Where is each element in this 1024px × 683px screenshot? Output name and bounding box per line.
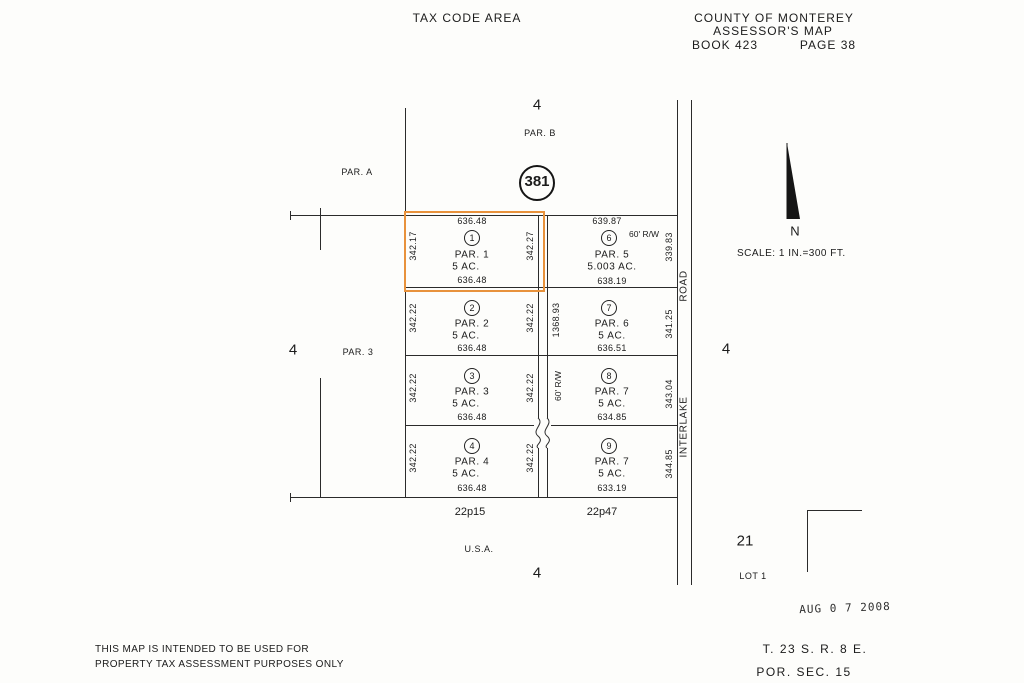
parcel-5-dim-bottom: 638.19 — [597, 276, 627, 286]
north-boundary-line — [290, 215, 677, 216]
parcel-7-dim-right: 343.04 — [664, 379, 674, 409]
section-number-top: 4 — [532, 96, 542, 114]
disclaimer-line-2: PROPERTY TAX ASSESSMENT PURPOSES ONLY — [95, 659, 344, 670]
parcel-1-dim-right: 342.27 — [525, 231, 535, 261]
usa-label: U.S.A. — [464, 544, 494, 554]
parcel-5-dim-right: 339.83 — [664, 232, 674, 262]
parcel-3-area: 5 AC. — [452, 398, 480, 410]
center-rw-line-east — [547, 215, 548, 497]
section-number-right: 4 — [721, 340, 731, 358]
north-label: N — [790, 223, 800, 239]
parcel-2-dim-left: 342.22 — [408, 303, 418, 333]
west-parcel-boundary-line — [405, 108, 406, 497]
parcel-7-dim-bottom: 634.85 — [597, 412, 627, 422]
parcel-8-dim-right: 344.85 — [664, 449, 674, 479]
lot-1-label: LOT 1 — [739, 571, 767, 581]
parcel-1-dim-left: 342.17 — [408, 231, 418, 261]
par-3-left-label: PAR. 3 — [342, 347, 374, 357]
map-page-ref-left: 22p15 — [454, 506, 486, 518]
parcel-4-dim-bottom: 636.48 — [457, 483, 487, 493]
parcel-5-number: 6 — [601, 230, 617, 246]
parcel-8-number: 9 — [601, 438, 617, 454]
parcel-3-dim-left: 342.22 — [408, 373, 418, 403]
parcel-8-name: PAR. 7 — [594, 456, 630, 468]
parcel-2-area: 5 AC. — [452, 330, 480, 342]
parcel-3-dim-right: 342.22 — [525, 373, 535, 403]
par-a-label: PAR. A — [341, 167, 373, 177]
parcel-2-dim-bottom: 636.48 — [457, 343, 487, 353]
parcel-1-name: PAR. 1 — [454, 249, 490, 261]
lot21-corner-vline — [807, 510, 808, 572]
date-stamp: AUG 0 7 2008 — [799, 599, 891, 617]
parcel-6-area: 5 AC. — [598, 330, 626, 342]
lot-21-label: 21 — [736, 532, 754, 550]
center-total-dim: 1368.93 — [551, 302, 561, 338]
row-boundary-line-1 — [405, 287, 677, 288]
parcel-7-area: 5 AC. — [598, 398, 626, 410]
road-name-upper: ROAD — [678, 270, 690, 302]
parcel-3-dim-bottom: 636.48 — [457, 412, 487, 422]
page-number: PAGE 38 — [799, 38, 857, 52]
parcel-5-area: 5.003 AC. — [587, 261, 637, 273]
north-arrow-icon — [786, 143, 800, 219]
parcel-1-number: 1 — [464, 230, 480, 246]
parcel-6-dim-right: 341.25 — [664, 309, 674, 339]
line-break-squiggle-icon — [534, 417, 551, 449]
road-edge-west-line — [677, 100, 678, 585]
center-rw-label: 60' R/W — [553, 371, 563, 401]
portion-section-label: POR. SEC. 15 — [756, 665, 852, 679]
lot21-corner-hline — [807, 510, 862, 511]
parcel-3-number: 3 — [464, 368, 480, 384]
road-edge-east-line — [691, 100, 692, 585]
county-name: COUNTY OF MONTEREY — [694, 11, 854, 25]
parcel-4-dim-left: 342.22 — [408, 443, 418, 473]
center-rw-line-west — [538, 215, 539, 497]
scale-label: SCALE: 1 IN.=300 FT. — [737, 248, 846, 259]
parcel-5-dim-top: 639.87 — [592, 216, 622, 226]
book-number: BOOK 423 — [691, 38, 759, 52]
parcel-5-rw-label: 60' R/W — [629, 229, 659, 239]
parcel-4-number: 4 — [464, 438, 480, 454]
par-b-label: PAR. B — [524, 128, 556, 138]
west-lot-line — [320, 378, 321, 497]
section-number-left: 4 — [288, 341, 298, 359]
section-number-bottom: 4 — [532, 564, 542, 582]
south-boundary-line — [290, 497, 677, 498]
parcel-8-area: 5 AC. — [598, 468, 626, 480]
parcel-8-dim-bottom: 633.19 — [597, 483, 627, 493]
map-number-circle: 381 — [519, 165, 555, 201]
selected-parcel-highlight — [404, 211, 545, 292]
parcel-2-name: PAR. 2 — [454, 318, 490, 330]
parcel-7-number: 8 — [601, 368, 617, 384]
tax-code-area-label: TAX CODE AREA — [412, 11, 522, 25]
parcel-4-area: 5 AC. — [452, 468, 480, 480]
parcel-2-number: 2 — [464, 300, 480, 316]
parcel-5-name: PAR. 5 — [594, 249, 630, 261]
parcel-6-name: PAR. 6 — [594, 318, 630, 330]
parcel-6-number: 7 — [601, 300, 617, 316]
assessors-map-label: ASSESSOR'S MAP — [713, 24, 833, 38]
map-page-ref-right: 22p47 — [586, 506, 618, 518]
parcel-4-name: PAR. 4 — [454, 456, 490, 468]
parcel-1-area: 5 AC. — [452, 261, 480, 273]
township-range-label: T. 23 S. R. 8 E. — [762, 642, 868, 656]
parcel-7-name: PAR. 7 — [594, 386, 630, 398]
parcel-6-dim-bottom: 636.51 — [597, 343, 627, 353]
west-tick-line — [320, 208, 321, 250]
parcel-1-dim-top: 636.48 — [457, 216, 487, 226]
parcel-4-dim-right: 342.22 — [525, 443, 535, 473]
road-name-lower: INTERLAKE — [678, 396, 690, 458]
row-boundary-line-2 — [405, 355, 677, 356]
parcel-1-dim-bottom: 636.48 — [457, 275, 487, 285]
parcel-2-dim-right: 342.22 — [525, 303, 535, 333]
parcel-3-name: PAR. 3 — [454, 386, 490, 398]
disclaimer-line-1: THIS MAP IS INTENDED TO BE USED FOR — [95, 644, 310, 655]
